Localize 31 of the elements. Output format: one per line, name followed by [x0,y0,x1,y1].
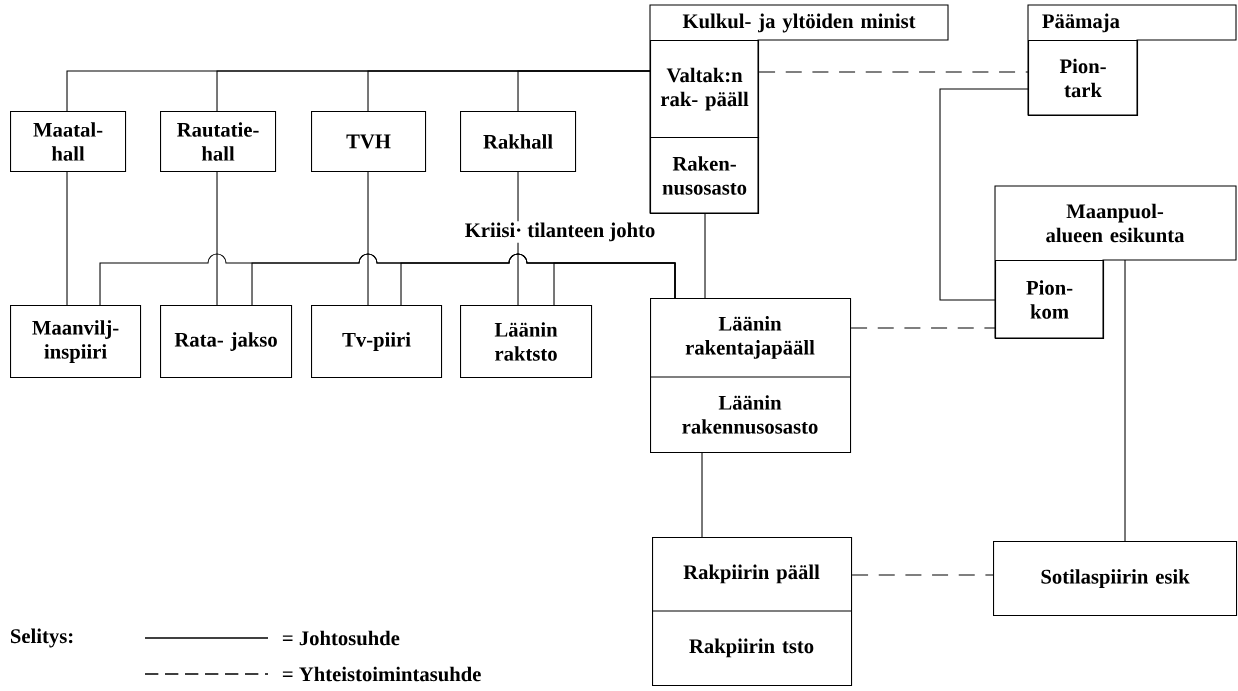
line-label: Kriisi· tilanteen johto [463,221,657,243]
connector-line [701,452,703,538]
connector-line [850,327,996,329]
connector-line [517,70,651,112]
legend-heading: Selitys: [11,628,73,648]
org-box: Maanvilj- inspiiri [10,305,142,379]
org-box: Rakpiirin pääll Rakpiirin tsto [651,537,853,687]
org-box: Pion- tark [1028,40,1139,117]
legend-text: = Johtosuhde [282,630,400,646]
connector-line [758,71,1029,73]
org-box: Raken- nusosasto [650,137,760,215]
org-box: Rata- jakso [160,305,293,379]
org-box: Maatal- hall [10,111,127,173]
connector-line [1124,259,1126,542]
connector-line [367,171,369,306]
connector-line [553,262,676,306]
connector-line [704,213,706,299]
legend-text: = Yhteistoimintasuhde [282,666,481,682]
connector-line [851,574,994,576]
org-box: Läänin raktsto [460,305,593,379]
org-box: Rakhall [460,111,577,173]
org-box: TVH [311,111,427,173]
org-box: Pion- kom [995,260,1105,340]
org-box: Sotilaspiirin esik [993,541,1238,617]
connector-line [939,88,1029,301]
connector-line [66,171,68,306]
org-box: Tv-piiri [311,305,443,379]
connector-line [216,171,218,306]
org-box: Valtak:n rak- pääll [650,40,760,139]
org-box: Rautatie- hall [160,111,277,173]
org-box: Läänin rakentajapääll Läänin rakennusosasto [649,298,852,454]
